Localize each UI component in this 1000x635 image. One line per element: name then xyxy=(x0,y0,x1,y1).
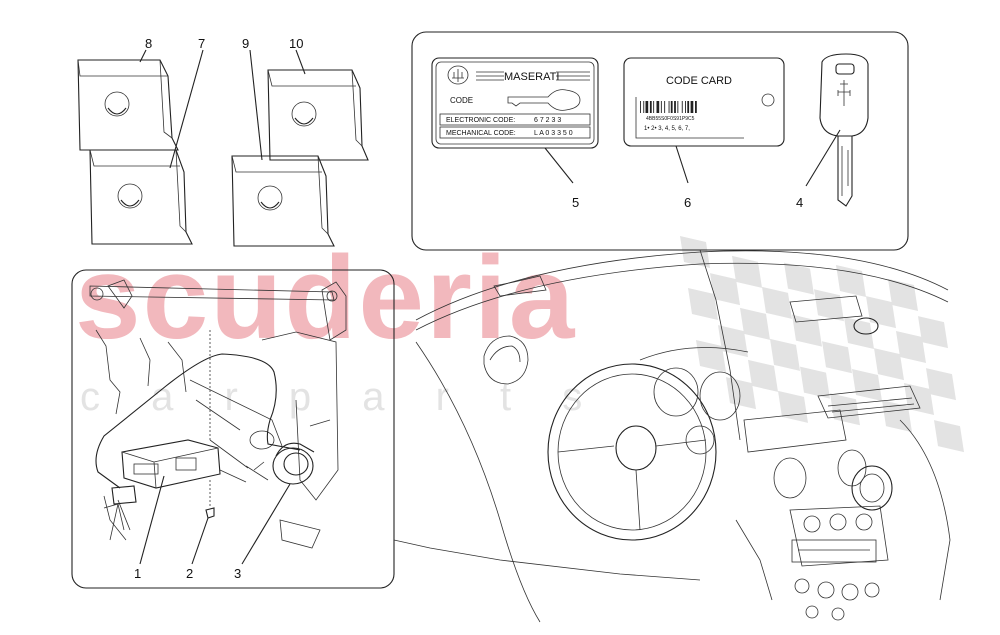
sachet-9-emblem-icon xyxy=(257,185,283,211)
key-outline-icon xyxy=(507,89,581,111)
flag-square xyxy=(748,359,778,392)
flag-square xyxy=(904,382,934,415)
flag-square xyxy=(726,377,756,410)
flag-square xyxy=(732,255,762,288)
dashboard-frame-sketch xyxy=(89,279,347,549)
barcode-bar xyxy=(674,101,676,113)
flag-square xyxy=(792,314,822,347)
key-blade-icon xyxy=(837,136,853,207)
sachet-10 xyxy=(267,69,369,161)
code-card-digits: 1• 2• 3, 4, 5, 6, 7, xyxy=(644,126,690,132)
flag-square xyxy=(814,289,844,322)
label-card-code-label: CODE xyxy=(450,96,473,105)
screw xyxy=(205,330,215,519)
flag-square xyxy=(784,262,814,295)
flag-square xyxy=(852,369,882,402)
flag-square xyxy=(926,368,956,401)
barcode-bar xyxy=(695,101,697,113)
callout-4: 4 xyxy=(796,195,803,210)
barcode-bar xyxy=(687,101,690,113)
barcode-bar xyxy=(685,101,686,113)
cards-panel-frame xyxy=(411,31,909,251)
callout-8: 8 xyxy=(145,36,152,51)
barcode-bar xyxy=(645,101,649,113)
mechanical-code-value: L A 0 3 3 5 0 xyxy=(534,130,573,137)
barcode-bar xyxy=(677,101,679,113)
code-card-hole-icon xyxy=(761,93,775,107)
flag-square xyxy=(836,265,866,298)
trident-emblem-icon xyxy=(447,65,469,85)
flag-square xyxy=(830,393,860,426)
trident-icon xyxy=(837,80,851,106)
mechanical-code-label: MECHANICAL CODE: xyxy=(446,130,516,137)
sachet-10-emblem-icon xyxy=(291,101,317,127)
flag-square xyxy=(778,390,808,423)
flag-square xyxy=(918,316,948,349)
watermark-brand: scuderia xyxy=(75,232,576,364)
callout-7: 7 xyxy=(198,36,205,51)
antenna-wire xyxy=(95,353,301,489)
code-card-title: CODE CARD xyxy=(666,75,732,87)
sachet-7-emblem-icon xyxy=(117,183,143,209)
panel-link-line xyxy=(393,539,701,581)
flag-square xyxy=(874,348,904,381)
barcode-bar xyxy=(643,101,645,113)
immobilizer-control-unit xyxy=(103,439,221,541)
sachet-7 xyxy=(89,149,193,245)
barcode-bar xyxy=(668,101,670,113)
flag-square xyxy=(934,420,964,453)
callout-1: 1 xyxy=(134,566,141,581)
flag-square xyxy=(762,286,792,319)
sachet-9 xyxy=(231,155,335,247)
electronic-code-value: 6 7 2 3 3 xyxy=(534,117,561,124)
callout-2: 2 xyxy=(186,566,193,581)
panel-link-line-2 xyxy=(699,249,741,441)
barcode-icon xyxy=(640,101,697,113)
antenna-ring xyxy=(272,442,315,485)
barcode-bar xyxy=(656,101,660,113)
barcode-bar xyxy=(670,101,673,113)
sachet-8 xyxy=(77,59,179,151)
barcode-bar xyxy=(660,101,662,113)
code-card-barcode-text: 4BB55S0F0S91P9C5 xyxy=(646,116,695,122)
barcode-bar xyxy=(664,101,666,113)
connector-icon xyxy=(111,485,137,505)
label-card: MASERATI CODE ELECTRONIC CODE: 6 7 2 3 3… xyxy=(431,57,599,149)
flag-square xyxy=(822,341,852,374)
barcode-bar xyxy=(640,101,641,113)
flag-square xyxy=(800,366,830,399)
flag-square xyxy=(770,338,800,371)
callout-3: 3 xyxy=(234,566,241,581)
watermark-flag xyxy=(680,236,964,453)
barcode-bar xyxy=(690,101,694,113)
electronic-code-label: ELECTRONIC CODE: xyxy=(446,117,515,124)
flag-square xyxy=(740,307,770,340)
barcode-bar xyxy=(653,101,655,113)
label-card-brand: MASERATI xyxy=(504,71,559,83)
sachet-8-emblem-icon xyxy=(104,91,130,117)
callout-10: 10 xyxy=(289,36,303,51)
car-interior-sketch xyxy=(415,250,951,623)
immobilizer-panel-frame xyxy=(71,269,395,589)
watermark-subtitle: c a r p a r t s xyxy=(80,375,602,419)
callout-9: 9 xyxy=(242,36,249,51)
flag-square xyxy=(688,288,718,320)
key-button-icon xyxy=(835,63,855,75)
barcode-bar xyxy=(681,101,683,113)
key-fob xyxy=(819,53,869,207)
callout-6: 6 xyxy=(684,195,691,210)
flag-square xyxy=(710,273,740,306)
code-card: CODE CARD 4BB55S0F0S91P9C5 1• 2• 3, 4, 5… xyxy=(623,57,785,147)
barcode-bar xyxy=(649,101,652,113)
flag-square xyxy=(896,330,926,363)
callout-5: 5 xyxy=(572,195,579,210)
